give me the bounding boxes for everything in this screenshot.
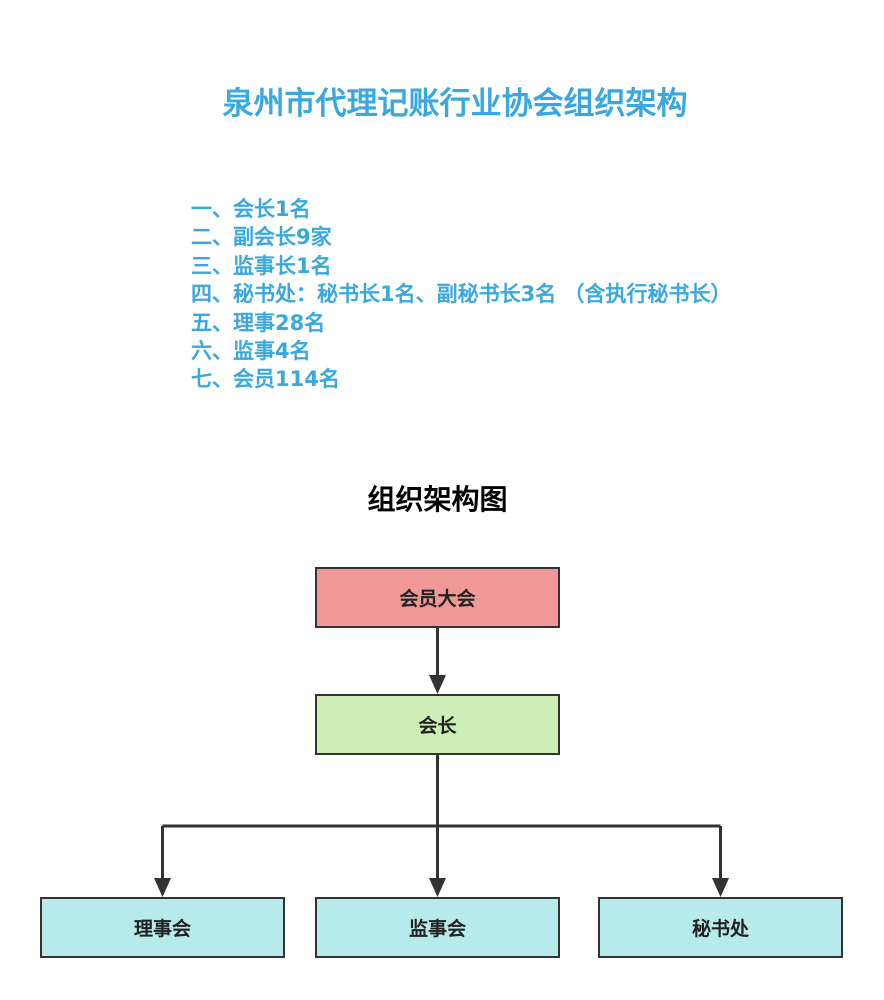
page-title: 泉州市代理记账行业协会组织架构	[222, 86, 688, 122]
node-supervisory-board-label: 监事会	[408, 918, 466, 940]
node-secretariat: 秘书处	[598, 897, 843, 958]
node-council: 理事会	[40, 897, 285, 958]
summary-item-supervisors: 六、监事4名	[191, 338, 311, 363]
node-supervisory-board: 监事会	[315, 897, 560, 958]
connector-to-supervisory	[429, 826, 446, 897]
connector-to-council	[154, 826, 171, 897]
node-president-label: 会长	[418, 715, 457, 737]
node-council-label: 理事会	[133, 918, 191, 940]
connector-to-secretariat	[712, 826, 729, 897]
summary-list: 一、会长1名 二、副会长9家 三、监事长1名 四、秘书处：秘书长1名、副秘书长3…	[191, 195, 732, 394]
connector-assembly-to-president	[429, 628, 446, 694]
node-president: 会长	[315, 694, 560, 755]
summary-item-directors: 五、理事28名	[191, 310, 326, 335]
summary-item-president: 一、会长1名	[191, 197, 311, 221]
connector-president-branch	[162, 755, 721, 828]
node-member-assembly: 会员大会	[315, 567, 560, 628]
node-secretariat-label: 秘书处	[691, 918, 749, 940]
org-chart-title: 组织架构图	[367, 483, 508, 516]
summary-item-chief-supervisor: 三、监事长1名	[191, 253, 332, 278]
summary-item-vice-president: 二、副会长9家	[191, 225, 332, 250]
summary-item-secretariat: 四、秘书处：秘书长1名、副秘书长3名 （含执行秘书长）	[191, 282, 732, 307]
summary-item-members: 七、会员114名	[191, 367, 340, 392]
node-member-assembly-label: 会员大会	[399, 588, 476, 610]
